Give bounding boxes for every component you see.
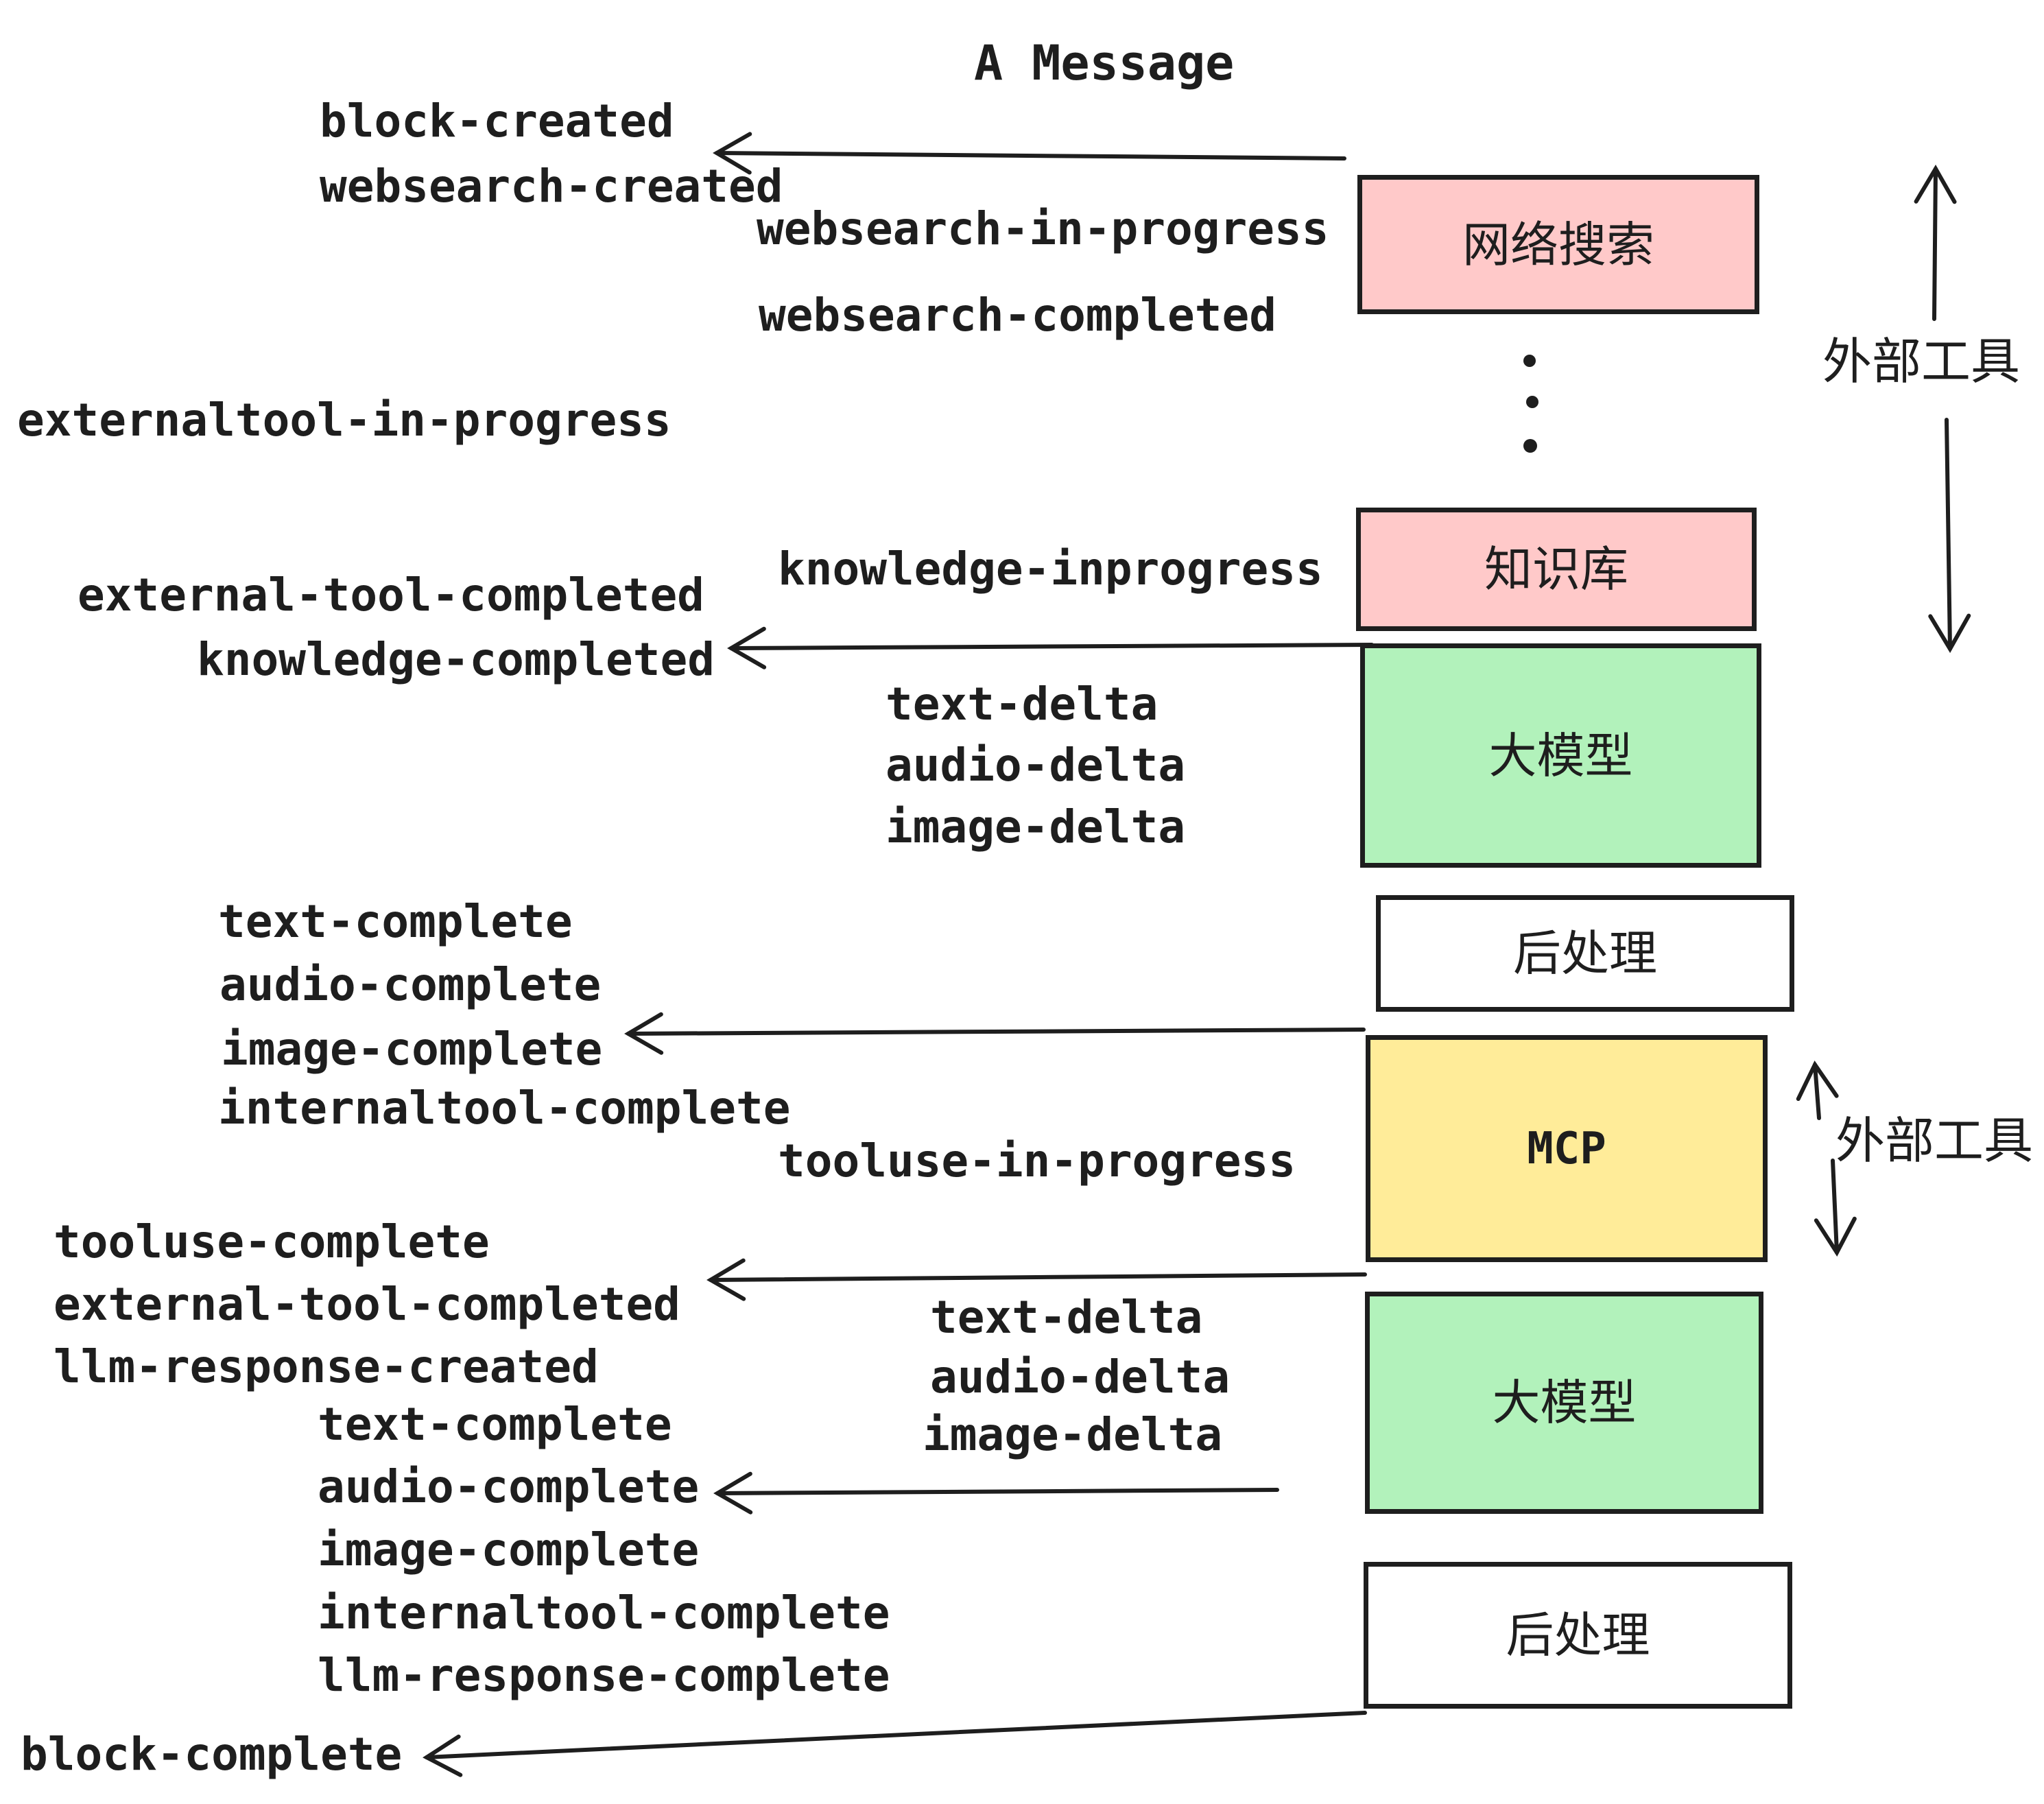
box-llm-1: 大模型 xyxy=(1360,643,1761,868)
event-text-complete-2: text-complete xyxy=(318,1398,672,1451)
event-external-tool-completed-1: external-tool-completed xyxy=(78,569,704,621)
event-tooluse-in-progress: tooluse-in-progress xyxy=(778,1135,1296,1187)
arrow-block-complete xyxy=(423,1711,1367,1777)
external-tools-top-up-arrow xyxy=(1914,165,1957,321)
event-block-complete: block-complete xyxy=(21,1728,403,1781)
ellipsis-dot xyxy=(1526,396,1538,408)
ellipsis-dot xyxy=(1523,355,1536,367)
box-knowledge: 知识库 xyxy=(1356,508,1757,631)
box-llm-2: 大模型 xyxy=(1365,1292,1763,1514)
event-text-delta-1: text-delta xyxy=(886,678,1158,731)
event-knowledge-inprogress: knowledge-inprogress xyxy=(778,543,1323,595)
external-tools-top-label: 外部工具 xyxy=(1822,335,2021,390)
ellipsis-dot xyxy=(1523,439,1537,453)
event-audio-delta-2: audio-delta xyxy=(930,1351,1231,1403)
event-text-delta-2: text-delta xyxy=(930,1291,1203,1344)
arrow-tooluse-complete xyxy=(706,1258,1367,1301)
arrow-knowledge-completed xyxy=(727,626,1374,669)
event-knowledge-completed: knowledge-completed xyxy=(197,633,715,686)
external-tools-mcp-down-arrow xyxy=(1814,1159,1857,1257)
box-postprocess-2-label: 后处理 xyxy=(1506,1609,1650,1662)
event-image-delta-1: image-delta xyxy=(886,800,1186,853)
event-websearch-created: websearch-created xyxy=(320,160,783,213)
diagram-title: A Message xyxy=(974,35,1235,91)
event-internaltool-complete-1: internaltool-complete xyxy=(218,1082,791,1135)
event-externaltool-in-progress: externaltool-in-progress xyxy=(17,394,672,447)
event-websearch-in-progress: websearch-in-progress xyxy=(757,202,1329,255)
box-postprocess-1: 后处理 xyxy=(1376,895,1794,1012)
arrow-websearch-created xyxy=(713,132,1346,175)
event-audio-delta-1: audio-delta xyxy=(886,739,1186,792)
external-tools-mcp-label: 外部工具 xyxy=(1835,1114,2034,1169)
arrow-audio-complete-2 xyxy=(713,1471,1279,1515)
box-postprocess-1-label: 后处理 xyxy=(1513,927,1657,980)
external-tools-top-down-arrow xyxy=(1928,418,1971,653)
box-knowledge-label: 知识库 xyxy=(1484,543,1628,596)
event-text-complete-1: text-complete xyxy=(218,895,573,948)
event-image-complete-2: image-complete xyxy=(318,1523,700,1576)
box-mcp-label: MCP xyxy=(1527,1123,1606,1174)
event-websearch-completed: websearch-completed xyxy=(759,289,1276,342)
box-mcp: MCP xyxy=(1366,1035,1768,1262)
event-llm-response-complete: llm-response-complete xyxy=(318,1649,890,1702)
event-image-delta-2: image-delta xyxy=(923,1408,1223,1461)
event-tooluse-complete: tooluse-complete xyxy=(54,1215,490,1268)
box-postprocess-2: 后处理 xyxy=(1364,1562,1792,1709)
event-block-created: block-created xyxy=(320,95,674,147)
event-llm-response-created: llm-response-created xyxy=(54,1340,599,1393)
arrow-image-complete xyxy=(624,1012,1366,1055)
event-external-tool-completed-2: external-tool-completed xyxy=(54,1278,680,1331)
box-llm-2-label: 大模型 xyxy=(1492,1376,1637,1429)
event-image-complete-1: image-complete xyxy=(221,1023,603,1076)
event-internaltool-complete-2: internaltool-complete xyxy=(318,1587,890,1639)
external-tools-mcp-up-arrow xyxy=(1796,1060,1839,1120)
box-websearch: 网络搜索 xyxy=(1357,175,1759,314)
event-audio-complete-2: audio-complete xyxy=(318,1460,700,1513)
box-websearch-label: 网络搜索 xyxy=(1462,217,1654,272)
event-audio-complete-1: audio-complete xyxy=(219,958,602,1011)
box-llm-1-label: 大模型 xyxy=(1488,728,1633,783)
